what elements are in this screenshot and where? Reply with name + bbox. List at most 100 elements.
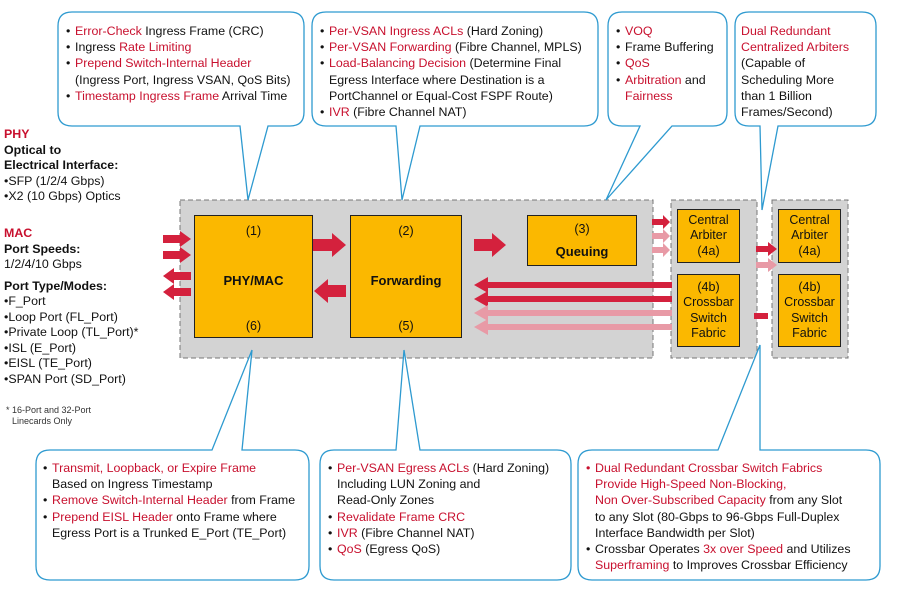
mac-heading: MAC [4, 226, 33, 240]
block-crossbar-2: (4b) Crossbar Switch Fabric [778, 274, 841, 347]
block-forwarding-num-bottom: (5) [398, 319, 414, 333]
return-arrow [474, 305, 672, 321]
callout-item: Arbitration and [616, 72, 714, 88]
callout-egress-phymac: Transmit, Loopback, or Expire Frame Base… [43, 460, 295, 541]
footnote-line-2: Linecards Only [12, 416, 73, 426]
callout-item: Transmit, Loopback, or Expire Frame [43, 460, 295, 476]
callout-line: than 1 Billion [741, 88, 812, 103]
block-phymac-name: PHY/MAC [223, 273, 284, 288]
block-forwarding: (2) Forwarding (5) [350, 215, 462, 338]
port-mode-item: F_Port [4, 294, 139, 310]
arrow-phymac-to-forwarding [313, 233, 346, 257]
mac-section: MAC Port Speeds: 1/2/4/10 Gbps Port Type… [4, 226, 139, 387]
mac-subheading: Port Speeds: [4, 241, 81, 256]
block-crossbar-1: (4b) Crossbar Switch Fabric [677, 274, 740, 347]
port-mode-item: ISL (E_Port) [4, 341, 139, 357]
block-queuing-num: (3) [574, 222, 590, 236]
port-modes-heading: Port Type/Modes: [4, 278, 108, 293]
return-arrow [474, 319, 672, 335]
callout-item-continuation: Fairness [625, 88, 673, 103]
arrow-fabric-to-fabric [756, 242, 777, 256]
callout-item-continuation: Interface Bandwidth per Slot) [595, 525, 755, 540]
footnote-line-1: * 16-Port and 32-Port [6, 405, 92, 415]
callout-item-continuation: (Ingress Port, Ingress VSAN, QoS Bits) [75, 72, 291, 87]
callout-item-continuation: Egress Interface where Destination is a [329, 72, 545, 87]
arrow-queuing-to-crossbar [652, 229, 670, 243]
callout-arbiters: Dual Redundant Centralized Arbiters (Cap… [741, 23, 849, 120]
block-phymac-num-top: (1) [245, 224, 262, 238]
callout-item-continuation: Provide High-Speed Non-Blocking, [595, 477, 787, 492]
fabric-link [754, 313, 768, 319]
block-forwarding-num-top: (2) [398, 224, 414, 238]
callout-item-continuation: PortChannel or Equal-Cost FSPF Route) [329, 88, 553, 103]
callout-ingress-phymac: Error-Check Ingress Frame (CRC) Ingress … [66, 23, 291, 104]
callout-item: Per-VSAN Ingress ACLs (Hard Zoning) [320, 23, 582, 39]
block-forwarding-name: Forwarding [370, 273, 442, 288]
ingress-arrow [163, 247, 191, 263]
callout-item: Prepend Switch-Internal Header [66, 55, 291, 71]
callout-item: Per-VSAN Egress ACLs (Hard Zoning) [328, 460, 549, 476]
callout-item: IVR (Fibre Channel NAT) [320, 104, 582, 120]
arrow-forwarding-to-phymac [314, 279, 346, 303]
return-arrow [474, 291, 672, 307]
callout-queuing: VOQ Frame Buffering QoS Arbitration and … [616, 23, 714, 104]
callout-item-continuation: Read-Only Zones [337, 493, 435, 508]
callout-item: Revalidate Frame CRC [328, 509, 549, 525]
callout-line: Centralized Arbiters [741, 40, 850, 55]
block-queuing: (3) Queuing [527, 215, 637, 266]
phy-subheading-1: Optical to [4, 142, 62, 157]
callout-item: Dual Redundant Crossbar Switch Fabrics [586, 460, 851, 476]
block-phymac-num-bottom: (6) [245, 319, 262, 333]
callout-item: Crossbar Operates 3x over Speed and Util… [586, 541, 851, 557]
callout-crossbar: Dual Redundant Crossbar Switch Fabrics P… [586, 460, 851, 573]
callout-item: QoS [616, 55, 714, 71]
callout-item-continuation: to any Slot (80-Gbps to 96-Gbps Full-Dup… [595, 509, 840, 524]
callout-item: Ingress Rate Limiting [66, 39, 291, 55]
phy-heading: PHY [4, 127, 30, 141]
footnote: * 16-Port and 32-Port Linecards Only [6, 405, 91, 427]
block-phymac: (1) PHY/MAC (6) [194, 215, 313, 338]
mac-speeds: 1/2/4/10 Gbps [4, 257, 82, 271]
callout-item-continuation: Including LUN Zoning and [337, 477, 481, 492]
ingress-arrow [163, 231, 191, 247]
egress-arrow [163, 268, 191, 284]
port-mode-item: EISL (TE_Port) [4, 356, 139, 372]
callout-item: Error-Check Ingress Frame (CRC) [66, 23, 291, 39]
arrow-queuing-to-arbiter [652, 215, 670, 229]
callout-item-continuation: Egress Port is a Trunked E_Port (TE_Port… [52, 525, 287, 540]
return-arrow [474, 277, 672, 293]
callout-ingress-forwarding: Per-VSAN Ingress ACLs (Hard Zoning) Per-… [320, 23, 582, 120]
callout-item: Timestamp Ingress Frame Arrival Time [66, 88, 291, 104]
callout-item: Prepend EISL Header onto Frame where [43, 509, 295, 525]
port-mode-item: Loop Port (FL_Port) [4, 310, 139, 326]
callout-item: Remove Switch-Internal Header from Frame [43, 492, 295, 508]
phy-item: X2 (10 Gbps) Optics [4, 189, 120, 205]
callout-line: Scheduling More [741, 72, 834, 87]
arrow-queuing-to-crossbar [652, 243, 670, 257]
callout-item: Per-VSAN Forwarding (Fibre Channel, MPLS… [320, 39, 582, 55]
callout-line: Frames/Second) [741, 105, 833, 120]
port-mode-item: SPAN Port (SD_Port) [4, 372, 139, 388]
callout-bubble-4 [734, 11, 877, 211]
phy-subheading-2: Electrical Interface: [4, 158, 119, 172]
arrow-fabric-to-fabric [756, 258, 777, 272]
arrow-forwarding-to-queuing [474, 233, 506, 257]
callout-item: Load-Balancing Decision (Determine Final [320, 55, 582, 71]
callout-line: (Capable of [741, 56, 806, 71]
port-mode-item: Private Loop (TL_Port)* [4, 325, 138, 341]
block-central-arbiter-2: Central Arbiter (4a) [778, 209, 841, 263]
phy-item: SFP (1/2/4 Gbps) [4, 174, 121, 190]
block-queuing-name: Queuing [555, 244, 609, 259]
phy-section: PHY Optical to Electrical Interface: SFP… [4, 127, 121, 205]
callout-line: Dual Redundant [741, 24, 831, 38]
callout-item: VOQ [616, 23, 714, 39]
egress-arrow [163, 284, 191, 300]
callout-item: QoS (Egress QoS) [328, 541, 549, 557]
callout-item-continuation: Based on Ingress Timestamp [52, 477, 213, 492]
callout-egress-forwarding: Per-VSAN Egress ACLs (Hard Zoning) Inclu… [328, 460, 549, 557]
callout-item: IVR (Fibre Channel NAT) [328, 525, 549, 541]
callout-item-continuation: Superframing to Improves Crossbar Effici… [595, 558, 848, 573]
block-central-arbiter-1: Central Arbiter (4a) [677, 209, 740, 263]
callout-item-continuation: Non Over-Subscribed Capacity from any Sl… [595, 493, 843, 508]
callout-item: Frame Buffering [616, 39, 714, 55]
